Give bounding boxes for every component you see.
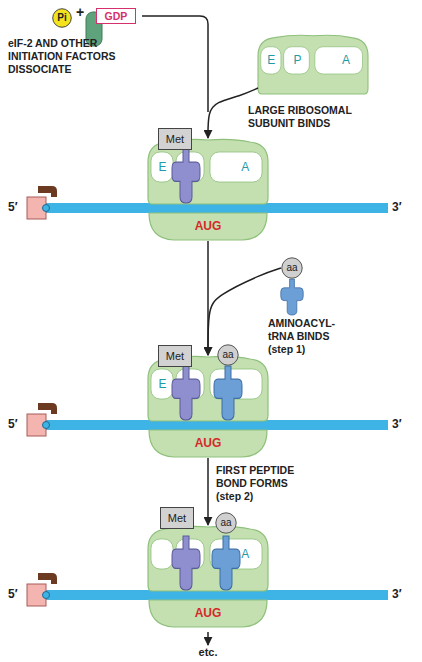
- binding-site: [210, 369, 262, 399]
- binding-site: [151, 539, 173, 569]
- subunit-body: [258, 35, 368, 94]
- amino-acid-circle: aa: [281, 257, 303, 279]
- amino-acid-circle-shape: [216, 513, 236, 533]
- site-letter: A: [241, 161, 249, 173]
- small-ribosomal-subunit: AUG: [148, 213, 268, 241]
- strand-end: 3′: [392, 418, 412, 431]
- amino-acid-circle: aa: [217, 344, 239, 366]
- phosphate-circle-shape: [53, 9, 72, 28]
- small-ribosomal-subunit: AUG: [148, 430, 268, 458]
- strand-end: 3′: [392, 201, 412, 214]
- codon-label: AUG: [195, 607, 222, 619]
- mrna-cap: [27, 197, 46, 219]
- node-label: aa: [222, 350, 233, 360]
- large-ribosomal-subunit: A: [148, 525, 268, 591]
- large-ribosomal-subunit: EPA: [258, 34, 368, 94]
- pathway-arrow: [207, 458, 209, 525]
- large-ribosomal-subunit-outline: [148, 525, 268, 591]
- methionine-box: Met: [158, 345, 192, 367]
- subunit-body: [149, 430, 267, 457]
- site-letter: P: [294, 54, 302, 66]
- binding-site: [210, 152, 262, 182]
- dissociation-line: [142, 16, 208, 112]
- phosphate-circle: Pi: [52, 8, 72, 28]
- binding-site: [151, 152, 173, 182]
- node-label: Met: [166, 351, 184, 362]
- strand-end: 5′: [8, 201, 24, 214]
- amino-acid-circle: aa: [215, 512, 237, 534]
- binding-site: [151, 369, 173, 399]
- step-label: LARGE RIBOSOMAL SUBUNIT BINDS: [248, 104, 373, 130]
- cap-link: [43, 422, 50, 429]
- amino-acid-circle-shape: [218, 345, 238, 365]
- subunit-body: [149, 213, 267, 240]
- binding-site: [315, 47, 363, 74]
- binding-site: [176, 369, 204, 399]
- binding-site: [210, 539, 262, 569]
- strand-end: 5′: [8, 588, 24, 601]
- strand-end: 3′: [392, 588, 412, 601]
- subunit-body: [148, 356, 268, 421]
- binding-site: [176, 152, 204, 182]
- node-label: GDP: [105, 11, 128, 22]
- node-label: aa: [286, 263, 297, 273]
- cap-binding-protein: [38, 186, 57, 197]
- site-letter: A: [241, 548, 249, 560]
- mrna-cap: [27, 584, 46, 606]
- plus-sign: +: [74, 6, 86, 19]
- node-label: Met: [166, 134, 184, 145]
- site-letter: E: [158, 161, 166, 173]
- site-letter: E: [158, 378, 166, 390]
- node-label: Met: [168, 513, 186, 524]
- subunit-body: [148, 139, 268, 204]
- pathway-arrow: [207, 241, 209, 355]
- continuation-note: etc.: [192, 646, 224, 659]
- amino-acid-circle-shape: [282, 258, 302, 278]
- step-label: FIRST PEPTIDE BOND FORMS (step 2): [216, 464, 312, 503]
- step-label: AMINOACYL-tRNA BINDS (step 1): [268, 317, 344, 356]
- node-label: Pi: [57, 13, 66, 23]
- binding-site: [261, 47, 281, 74]
- binding-site: [176, 539, 204, 569]
- continuation-arrow: [207, 632, 209, 645]
- strand-end: 5′: [8, 418, 24, 431]
- gdp-box: GDP: [96, 8, 136, 24]
- cap-binding-protein: [38, 573, 57, 584]
- cap-link: [43, 592, 50, 599]
- methionine-box: Met: [160, 507, 194, 529]
- mrna-cap: [27, 414, 46, 436]
- codon-label: AUG: [195, 437, 222, 449]
- aminoacyl-trna: [281, 279, 303, 315]
- node-label: aa: [220, 518, 231, 528]
- site-letter: E: [267, 54, 275, 66]
- step-note: eIF-2 AND OTHER INITIATION FACTORS DISSO…: [8, 37, 132, 76]
- binding-site: [284, 47, 310, 74]
- site-letter: A: [342, 54, 350, 66]
- subunit-body: [148, 526, 268, 591]
- cap-binding-protein: [38, 403, 57, 414]
- codon-label: AUG: [195, 220, 222, 232]
- small-ribosomal-subunit: AUG: [148, 600, 268, 628]
- methionine-box: Met: [158, 128, 192, 150]
- cap-link: [43, 205, 50, 212]
- subunit-body: [149, 600, 267, 627]
